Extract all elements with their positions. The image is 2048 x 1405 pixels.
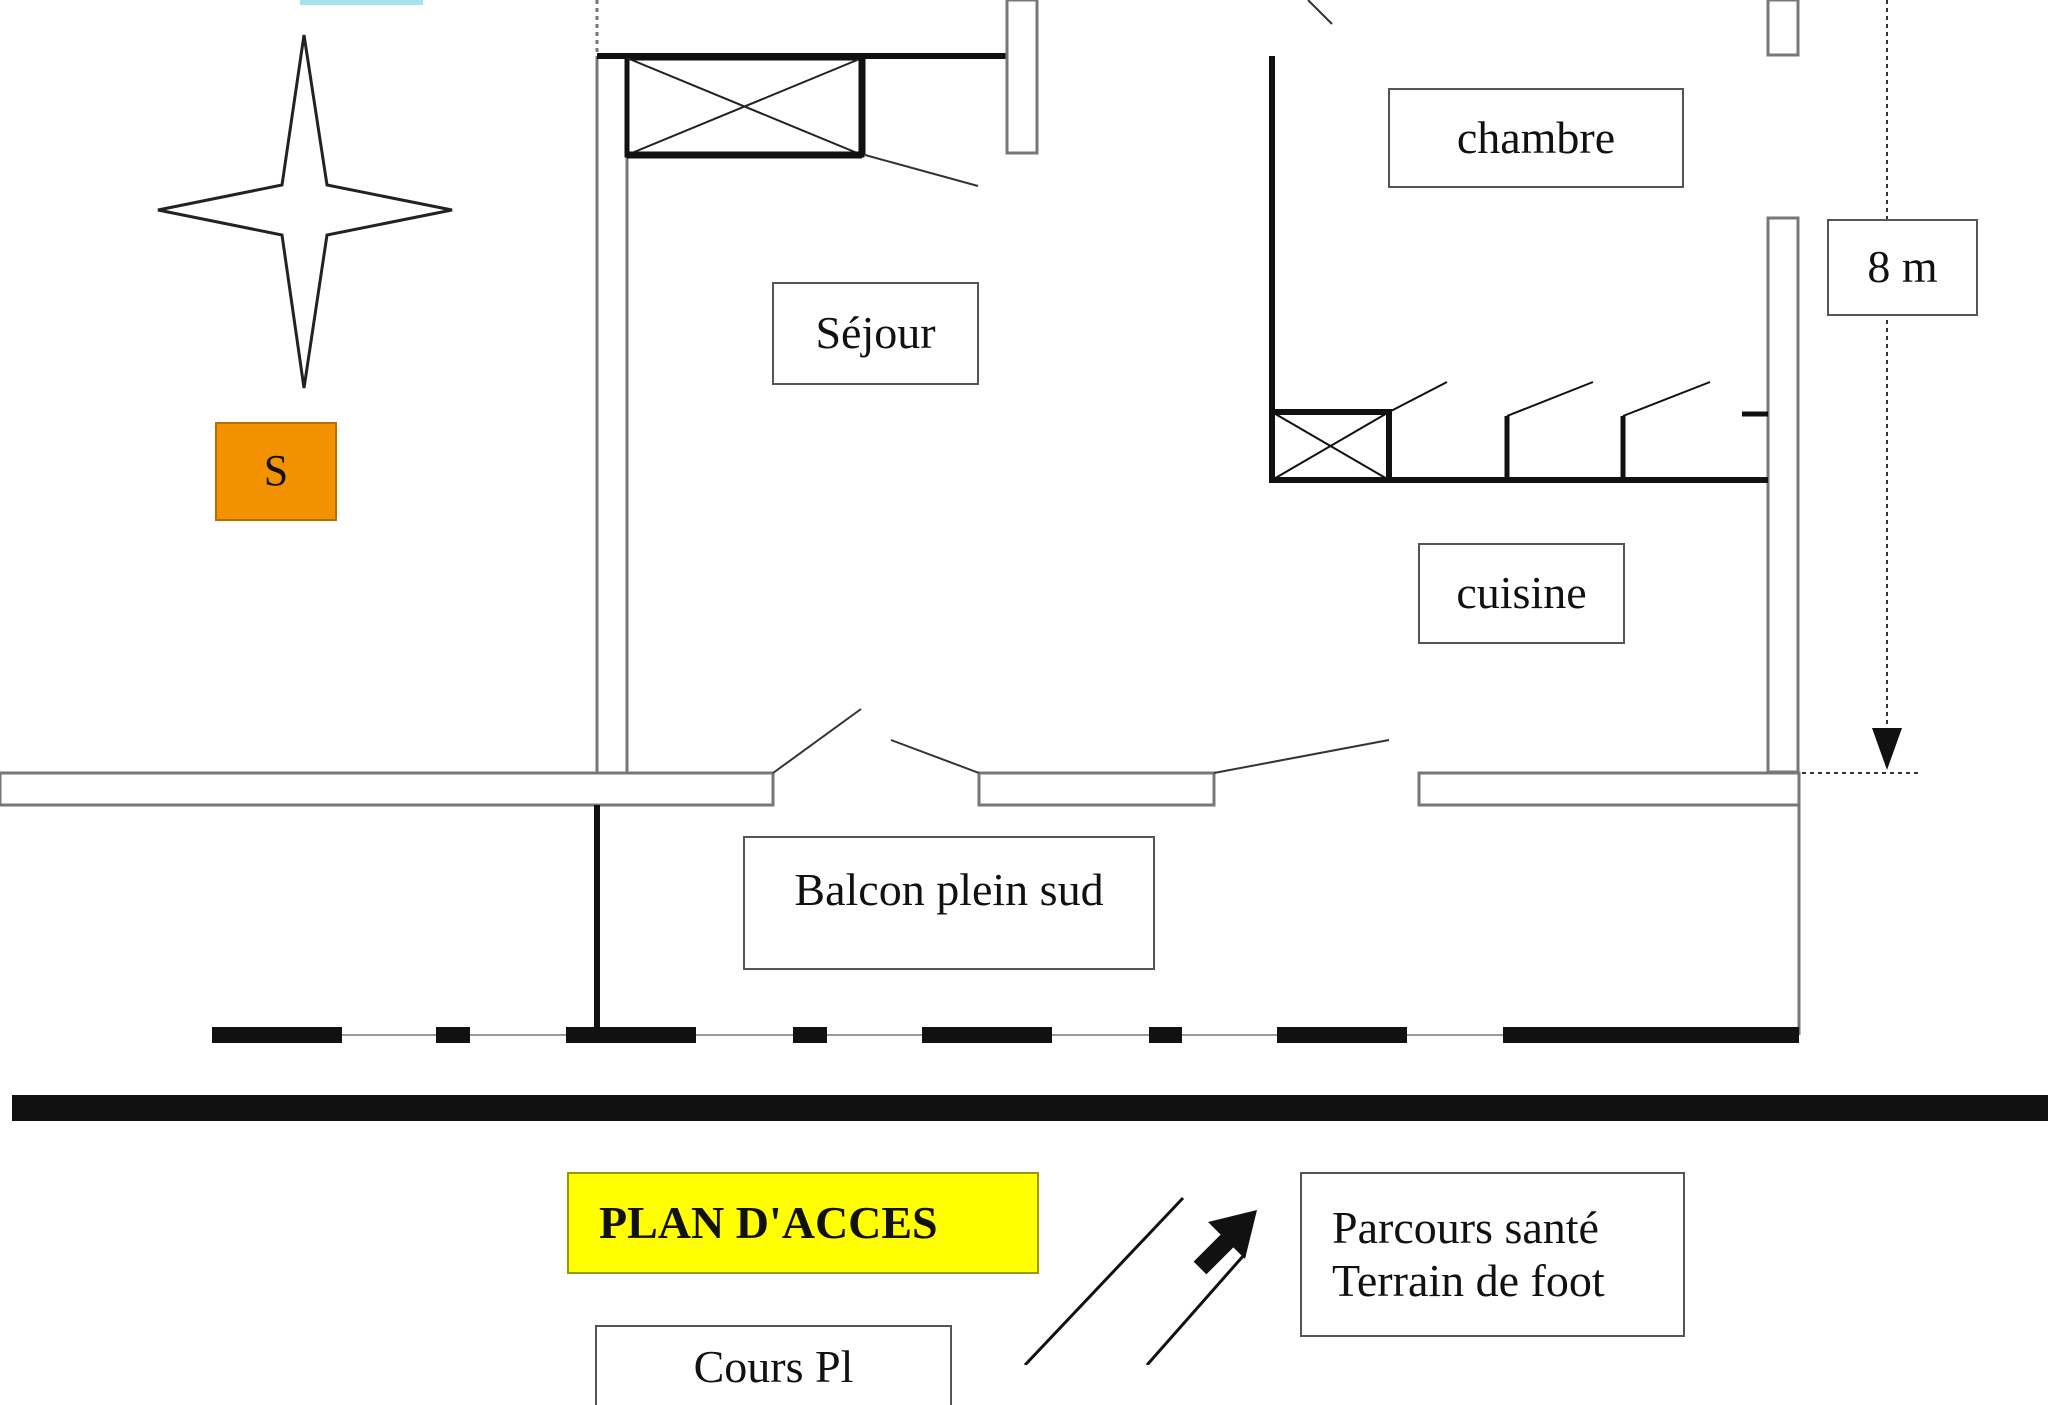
- room-label-sejour: Séjour: [772, 282, 979, 385]
- access-destination-label: Parcours santé Terrain de foot: [1300, 1172, 1685, 1337]
- right-wall: [1766, 0, 1800, 774]
- floor-plan-drawing: [0, 0, 2048, 1365]
- dimension-label: 8 m: [1827, 219, 1978, 316]
- room-label-cuisine: cuisine: [1418, 543, 1625, 644]
- destination-line-2: Terrain de foot: [1332, 1254, 1605, 1306]
- access-arrow-icon: [1193, 1210, 1257, 1275]
- kitchen-partition: [1269, 56, 1768, 483]
- room-label-chambre: chambre: [1388, 88, 1684, 188]
- access-path: [1023, 1196, 1246, 1365]
- south-facade-wall: [0, 771, 1801, 807]
- balcony-edges: [594, 805, 1801, 1035]
- room-label-balcon: Balcon plein sud: [743, 836, 1155, 970]
- compass-star-icon: [157, 34, 453, 389]
- sejour-top-wall: [597, 0, 1333, 187]
- access-plan-title: PLAN D'ACCES: [567, 1172, 1039, 1274]
- cyan-marker-remnant: [300, 0, 423, 5]
- destination-line-1: Parcours santé: [1332, 1201, 1599, 1253]
- balcony-doors: [772, 708, 1390, 774]
- compass-south-label: S: [215, 422, 337, 521]
- sejour-left-wall: [595, 0, 629, 772]
- access-partial-label: Cours Pl: [595, 1325, 952, 1405]
